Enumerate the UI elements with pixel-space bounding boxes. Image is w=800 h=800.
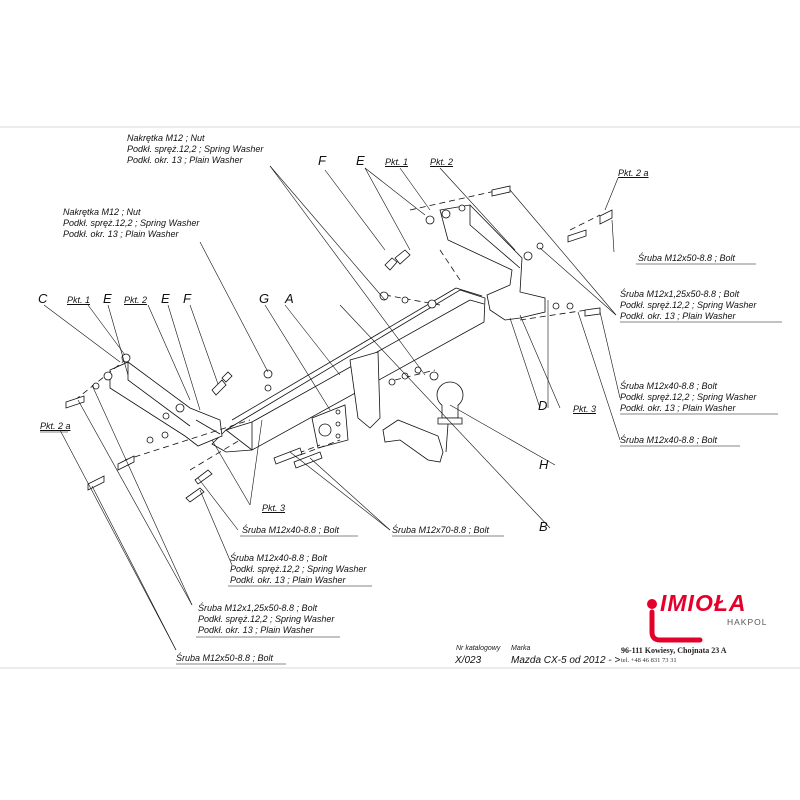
ball-neck bbox=[382, 381, 464, 463]
pkt3-right: Pkt. 3 bbox=[573, 404, 597, 414]
company-address: 96-111 Kowiesy, Chojnata 23 A bbox=[621, 646, 727, 655]
right-bolt-b-line-2: Podkł. spręż.12,2 ; Spring Washer bbox=[620, 300, 757, 310]
make-label: Marka bbox=[511, 645, 531, 652]
brand-logo: IMIOŁA bbox=[660, 590, 747, 616]
part-letter-g: G bbox=[259, 291, 270, 306]
catalog-number-label: Nr katalogowy bbox=[456, 645, 501, 652]
leader-lines bbox=[43, 165, 621, 651]
pkt2a-left: Pkt. 2 a bbox=[40, 421, 71, 431]
catalog-number-value: X/023 bbox=[455, 655, 482, 666]
company-phone: tel. +48 46 831 73 31 bbox=[621, 657, 677, 664]
crossbar-beam bbox=[211, 287, 486, 453]
right-bolt-b-line-3: Podkł. okr. 13 ; Plain Washer bbox=[620, 311, 736, 321]
bottom-bolt-c-line-3: Podkł. okr. 13 ; Plain Washer bbox=[230, 575, 346, 585]
right-bolt-c-line-3: Podkł. okr. 13 ; Plain Washer bbox=[620, 403, 736, 413]
nut-top-line-2: Podkł. spręż.12,2 ; Spring Washer bbox=[127, 144, 264, 154]
right-bracket bbox=[439, 204, 546, 321]
part-letter-b: B bbox=[539, 519, 548, 534]
left-bracket bbox=[109, 361, 223, 447]
part-letter-d: D bbox=[538, 398, 548, 413]
center-mount bbox=[311, 351, 381, 449]
part-letter-e-top: E bbox=[356, 153, 365, 168]
bottom-bolt-e: Śruba M12x50-8.8 ; Bolt bbox=[176, 653, 274, 663]
part-letter-e-left-2: E bbox=[161, 291, 170, 306]
right-bolt-d: Śruba M12x40-8.8 ; Bolt bbox=[620, 435, 718, 445]
bottom-bolt-d-line-1: Śruba M12x1,25x50-8.8 ; Bolt bbox=[198, 603, 318, 613]
nut-left-line-2: Podkł. spręż.12,2 ; Spring Washer bbox=[63, 218, 200, 228]
logo-hook-icon bbox=[647, 599, 703, 643]
bolts bbox=[65, 185, 613, 503]
nut-top-line-1: Nakrętka M12 ; Nut bbox=[127, 133, 205, 143]
right-bolt-c-line-1: Śruba M12x40-8.8 ; Bolt bbox=[620, 381, 718, 391]
nut-left-line-1: Nakrętka M12 ; Nut bbox=[63, 207, 141, 217]
part-letter-a: A bbox=[285, 291, 294, 306]
washers-and-nuts bbox=[92, 204, 574, 444]
nut-left-line-3: Podkł. okr. 13 ; Plain Washer bbox=[63, 229, 179, 239]
bottom-bolt-d-line-2: Podkł. spręż.12,2 ; Spring Washer bbox=[198, 614, 335, 624]
make-value: Mazda CX-5 od 2012 - > bbox=[511, 655, 621, 666]
pkt2a-top: Pkt. 2 a bbox=[618, 168, 649, 178]
nut-top-line-3: Podkł. okr. 13 ; Plain Washer bbox=[127, 155, 243, 165]
bottom-bolt-a: Śruba M12x40-8.8 ; Bolt bbox=[242, 525, 340, 535]
right-bolt-a: Śruba M12x50-8.8 ; Bolt bbox=[638, 253, 736, 263]
bottom-bolt-c-line-2: Podkł. spręż.12,2 ; Spring Washer bbox=[230, 564, 367, 574]
assembly-lines bbox=[74, 189, 601, 471]
part-letter-f-top: F bbox=[318, 153, 326, 168]
part-letter-h: H bbox=[539, 457, 549, 472]
brand-subtitle: HAKPOL bbox=[727, 617, 768, 627]
pkt3-bottom: Pkt. 3 bbox=[262, 503, 286, 513]
bottom-bolt-d-line-3: Podkł. okr. 13 ; Plain Washer bbox=[198, 625, 314, 635]
pkt1-top: Pkt. 1 bbox=[385, 157, 409, 167]
bottom-bolt-c-line-1: Śruba M12x40-8.8 ; Bolt bbox=[230, 553, 328, 563]
right-bolt-c-line-2: Podkł. spręż.12,2 ; Spring Washer bbox=[620, 392, 757, 402]
pkt1-left: Pkt. 1 bbox=[67, 295, 91, 305]
right-bolt-b-line-1: Śruba M12x1,25x50-8.8 ; Bolt bbox=[620, 289, 740, 299]
part-letter-e-left: E bbox=[103, 291, 112, 306]
bottom-bolt-b: Śruba M12x70-8.8 ; Bolt bbox=[392, 525, 490, 535]
label-underlines bbox=[40, 263, 782, 665]
part-letter-c: C bbox=[38, 291, 48, 306]
pkt2-left: Pkt. 2 bbox=[124, 295, 148, 305]
part-letter-f-left: F bbox=[183, 291, 191, 306]
pkt2-top: Pkt. 2 bbox=[430, 157, 454, 167]
